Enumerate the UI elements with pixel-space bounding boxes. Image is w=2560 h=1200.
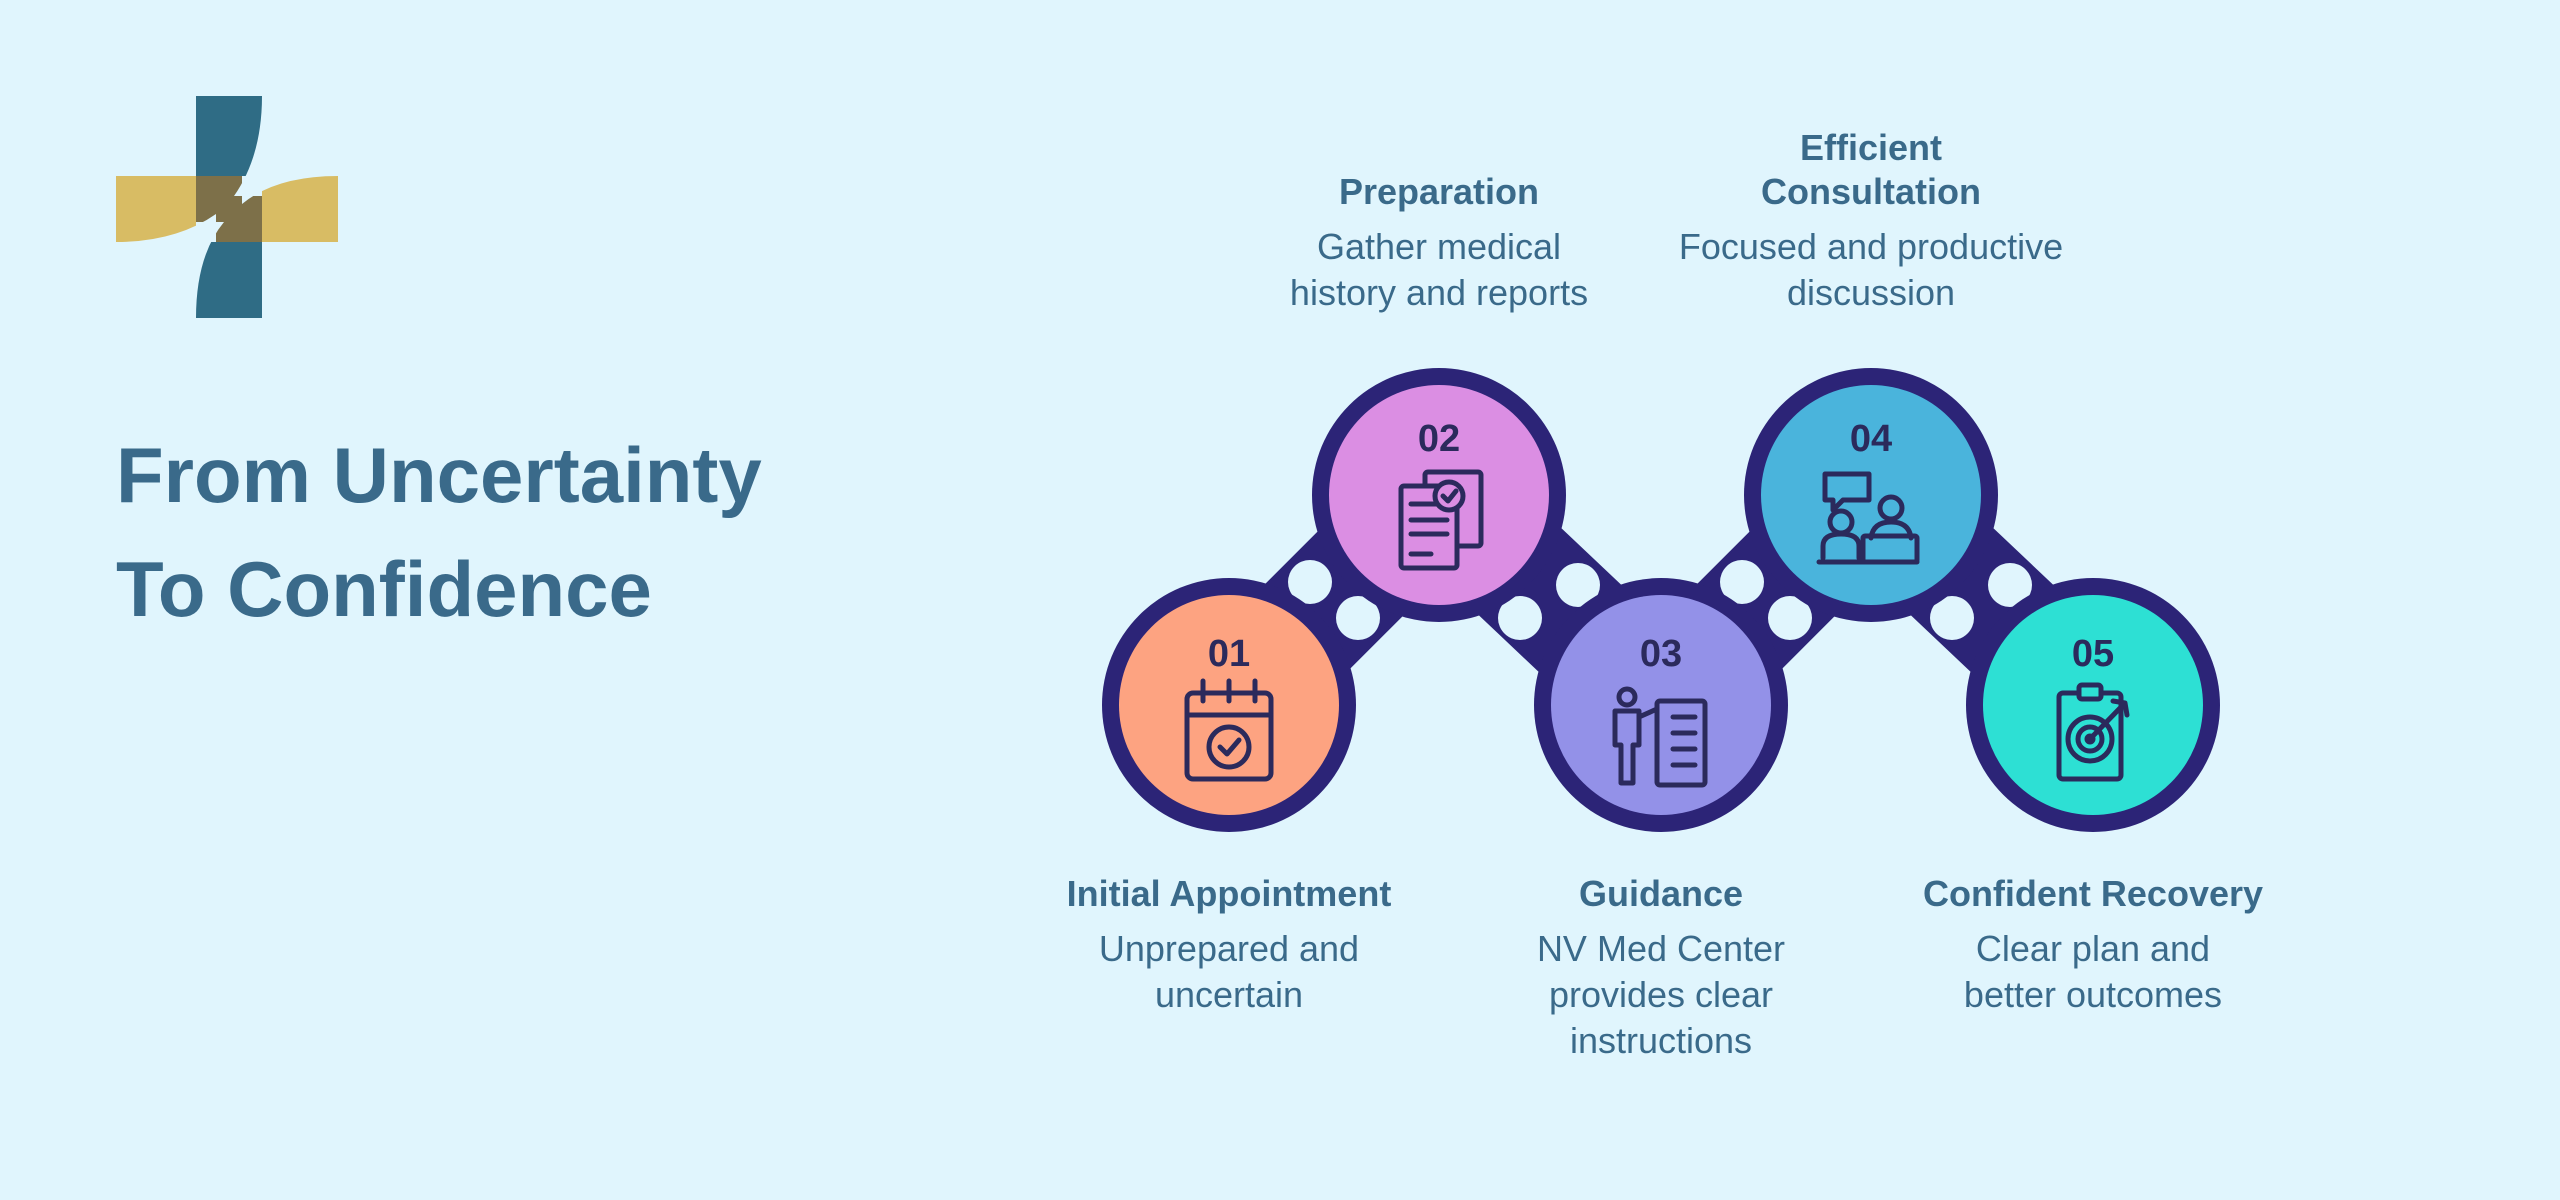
connector-notch: [1988, 563, 2032, 607]
step-03-title: Guidance: [1578, 873, 1744, 914]
step-01-title: Initial Appointment: [1066, 873, 1392, 914]
step-01-description: Unprepared and uncertain: [1098, 928, 1360, 1015]
connector-notch: [1720, 560, 1764, 604]
calendar-check-icon: [1184, 678, 1274, 782]
step-05-label: Confident Recovery Clear plan and better…: [1873, 872, 2313, 1018]
documents-check-icon: [1398, 469, 1484, 571]
page-title-line-1: From Uncertainty: [116, 431, 762, 519]
presentation-icon: [1612, 686, 1708, 788]
step-03-description: NV Med Center provides clear instruction…: [1536, 928, 1786, 1061]
connector-notch: [1768, 596, 1812, 640]
connector-notch: [1930, 596, 1974, 640]
page-title-line-2: To Confidence: [116, 545, 652, 633]
connector-notch: [1288, 560, 1332, 604]
step-04-number: 04: [1850, 418, 1892, 460]
clipboard-target-icon: [2056, 682, 2130, 782]
step-05-number: 05: [2072, 633, 2114, 675]
step-03-label: Guidance NV Med Center provides clear in…: [1441, 872, 1881, 1064]
step-01-node: 01: [1102, 578, 1356, 832]
step-04-label: Efficient Consultation Focused and produ…: [1651, 116, 2091, 316]
medical-cross-logo: [116, 96, 338, 318]
step-01-label: Initial Appointment Unprepared and uncer…: [1009, 872, 1449, 1018]
step-02-label: Preparation Gather medical history and r…: [1219, 116, 1659, 316]
step-04-description: Focused and productive discussion: [1678, 226, 2064, 313]
step-02-node: 02: [1312, 368, 1566, 622]
step-03-circle: [1551, 595, 1771, 815]
step-04-title: Efficient Consultation: [1761, 127, 1981, 212]
connector-notch: [1498, 596, 1542, 640]
step-03-node: 03: [1534, 578, 1788, 832]
step-05-title: Confident Recovery: [1922, 873, 2264, 914]
step-01-number: 01: [1208, 633, 1250, 675]
step-05-circle: [1983, 595, 2203, 815]
consultation-icon: [1816, 471, 1920, 565]
step-02-title: Preparation: [1338, 171, 1540, 212]
step-05-node: 05: [1966, 578, 2220, 832]
step-01-circle: [1119, 595, 1339, 815]
step-04-node: 04: [1744, 368, 1998, 622]
step-03-number: 03: [1640, 633, 1682, 675]
step-05-description: Clear plan and better outcomes: [1963, 928, 2223, 1015]
step-02-description: Gather medical history and reports: [1289, 226, 1589, 313]
connector-notch: [1336, 596, 1380, 640]
step-02-number: 02: [1418, 418, 1460, 460]
connector-notch: [1556, 563, 1600, 607]
